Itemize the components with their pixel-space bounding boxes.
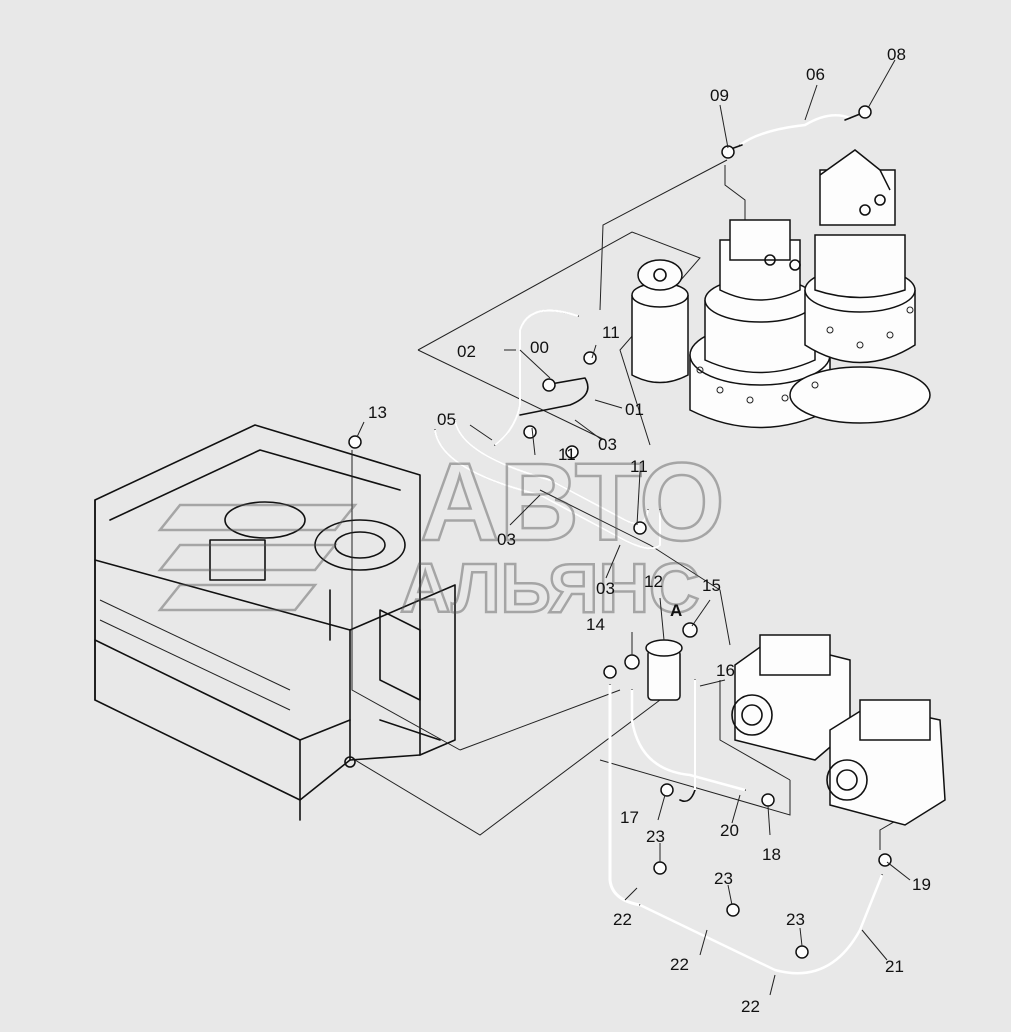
- leader-lines: [351, 159, 941, 850]
- swing-motors: [689, 149, 931, 429]
- callout-09: 09: [710, 86, 729, 105]
- callout-05: 05: [437, 410, 456, 429]
- callout-11-c: 11: [630, 457, 648, 476]
- callout-11-b: 11: [558, 445, 576, 464]
- callout-14: 14: [586, 615, 605, 634]
- callout-23-a: 23: [646, 827, 665, 846]
- callout-22-b: 22: [670, 955, 689, 974]
- callout-23-b: 23: [714, 869, 733, 888]
- callout-23-c: 23: [786, 910, 805, 929]
- callout-03-c: 03: [596, 579, 615, 598]
- callout-labels: 00 01 02 03 03 03 05 06 08 09 11 11 11 1…: [368, 45, 931, 1016]
- swivel-joint: [631, 259, 689, 384]
- watermark: АВТО АЛЬЯНС: [157, 440, 726, 628]
- callout-06: 06: [806, 65, 825, 84]
- callout-20: 20: [720, 821, 739, 840]
- callout-02: 02: [457, 342, 476, 361]
- callout-01: 01: [625, 400, 644, 419]
- callout-15: 15: [702, 576, 721, 595]
- callout-13: 13: [368, 403, 387, 422]
- callout-22-c: 22: [741, 997, 760, 1016]
- callout-17: 17: [620, 808, 639, 827]
- hoses: [348, 105, 892, 975]
- callout-03-a: 03: [598, 435, 617, 454]
- callout-16: 16: [716, 661, 735, 680]
- callout-11-a: 11: [602, 323, 620, 342]
- callout-A: A: [670, 601, 682, 620]
- callout-08: 08: [887, 45, 906, 64]
- callout-19: 19: [912, 875, 931, 894]
- callout-12: 12: [644, 572, 663, 591]
- watermark-line1: АВТО: [420, 441, 725, 564]
- hydraulic-pumps: [731, 634, 946, 826]
- callout-18: 18: [762, 845, 781, 864]
- callout-03-b: 03: [497, 530, 516, 549]
- callout-21: 21: [885, 957, 904, 976]
- callout-22-a: 22: [613, 910, 632, 929]
- watermark-line2: АЛЬЯНС: [400, 549, 700, 627]
- callout-00: 00: [530, 338, 549, 357]
- callout-leaders: [356, 59, 911, 996]
- hydraulic-tank: [94, 424, 456, 821]
